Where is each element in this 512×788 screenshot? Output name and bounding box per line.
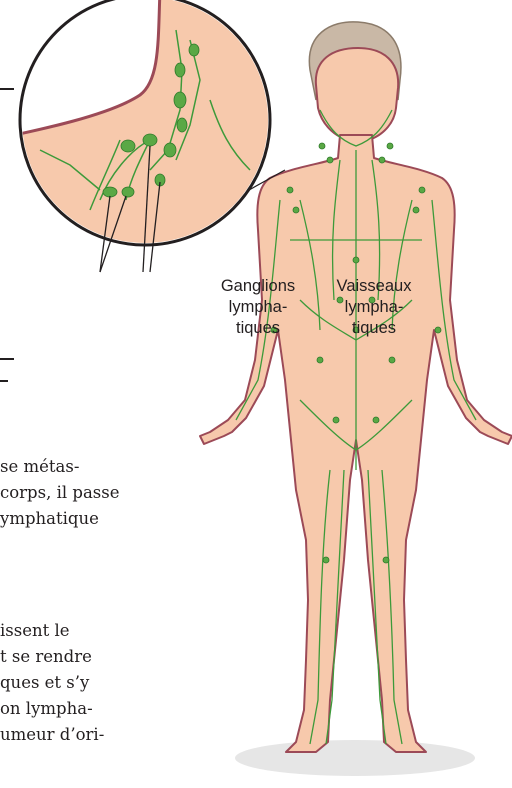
zoom-inset <box>0 0 300 272</box>
ganglions-line-2: lympha- <box>204 297 312 318</box>
vaisseaux-line-1: Vaisseaux <box>318 276 430 297</box>
body-text-line: ymphatique <box>0 506 99 532</box>
body-text-line: umeur d’ori- <box>0 722 104 748</box>
body-text-line: se métas- <box>0 454 79 480</box>
ganglions-label: Ganglions lympha- tiques <box>204 276 312 339</box>
ground-shadow <box>235 740 475 776</box>
vaisseaux-line-2: lympha- <box>318 297 430 318</box>
body-text-line: on lympha- <box>0 696 93 722</box>
ganglions-line-1: Ganglions <box>204 276 312 297</box>
vaisseaux-line-3: tiques <box>318 318 430 339</box>
body-text-line: ques et s’y <box>0 670 89 696</box>
ganglions-line-3: tiques <box>204 318 312 339</box>
body-text-line: corps, il passe <box>0 480 119 506</box>
vaisseaux-label: Vaisseaux lympha- tiques <box>318 276 430 339</box>
body-text-line: issent le <box>0 618 70 644</box>
body-text-line: t se rendre <box>0 644 92 670</box>
